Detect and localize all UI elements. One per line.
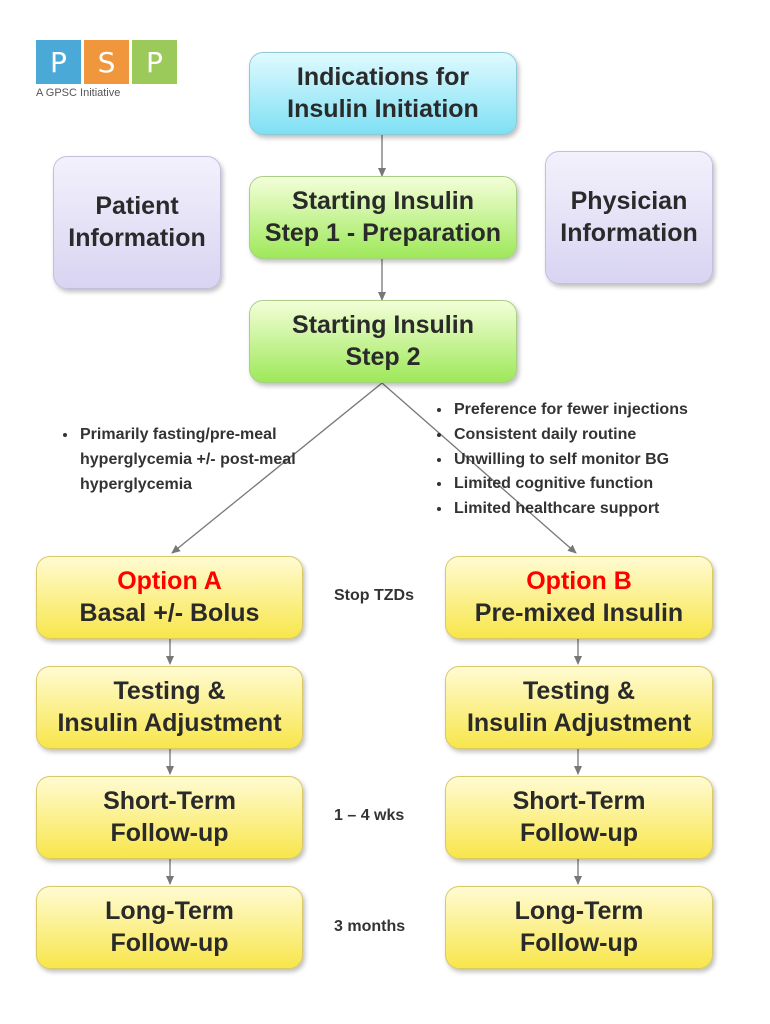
left-criteria-list: Primarily fasting/pre-meal hyperglycemia… xyxy=(58,423,368,497)
right-criteria-item: Limited healthcare support xyxy=(452,497,752,522)
node-step2-line2: Step 2 xyxy=(345,342,421,371)
node-physician-information-line1: Physician xyxy=(570,187,688,216)
right-criteria-item: Preference for fewer injections xyxy=(452,398,752,423)
short-a-line1: Short-Term xyxy=(103,787,236,816)
logo-tagline: A GPSC Initiative xyxy=(36,87,121,99)
psp-logo: P S P A GPSC Initiative xyxy=(36,40,177,99)
node-patient-information-line2: Information xyxy=(68,223,206,252)
node-physician-information[interactable]: Physician Information xyxy=(545,151,713,284)
testing-a-line1: Testing & xyxy=(113,677,226,706)
right-criteria-list: Preference for fewer injections Consiste… xyxy=(432,398,752,522)
node-short-term-followup-a[interactable]: Short-Term Follow-up xyxy=(36,776,303,859)
long-a-line1: Long-Term xyxy=(105,897,234,926)
node-testing-adjustment-b[interactable]: Testing & Insulin Adjustment xyxy=(445,666,713,749)
node-step2-line1: Starting Insulin xyxy=(292,311,474,340)
node-step1-line1: Starting Insulin xyxy=(292,187,474,216)
label-stop-tzds: Stop TZDs xyxy=(334,587,414,604)
node-option-a[interactable]: Option A Basal +/- Bolus xyxy=(36,556,303,639)
node-testing-adjustment-a[interactable]: Testing & Insulin Adjustment xyxy=(36,666,303,749)
logo-tile-p1: P xyxy=(36,40,81,84)
testing-b-line1: Testing & xyxy=(522,677,636,706)
label-long-term-interval: 3 months xyxy=(334,918,406,935)
short-b-line1: Short-Term xyxy=(512,787,646,816)
long-a-line2: Follow-up xyxy=(110,928,229,957)
testing-a-line2: Insulin Adjustment xyxy=(57,708,282,737)
node-short-term-followup-b[interactable]: Short-Term Follow-up xyxy=(445,776,713,859)
option-a-subtitle: Basal +/- Bolus xyxy=(79,598,260,627)
node-step1-line2: Step 1 - Preparation xyxy=(264,218,502,247)
node-long-term-followup-b[interactable]: Long-Term Follow-up xyxy=(445,886,713,969)
node-indications-line1: Indications for xyxy=(296,63,470,92)
node-step2[interactable]: Starting Insulin Step 2 xyxy=(249,300,517,383)
long-b-line2: Follow-up xyxy=(519,928,639,957)
node-patient-information-line1: Patient xyxy=(95,192,179,221)
node-indications[interactable]: Indications for Insulin Initiation xyxy=(249,52,517,135)
label-short-term-interval: 1 – 4 wks xyxy=(334,807,405,824)
option-b-subtitle: Pre-mixed Insulin xyxy=(474,598,684,627)
right-criteria-item: Consistent daily routine xyxy=(452,423,752,448)
logo-tile-p2: P xyxy=(132,40,177,84)
node-indications-line2: Insulin Initiation xyxy=(287,94,479,123)
node-option-b[interactable]: Option B Pre-mixed Insulin xyxy=(445,556,713,639)
left-criteria-item: Primarily fasting/pre-meal hyperglycemia… xyxy=(78,423,368,497)
node-long-term-followup-a[interactable]: Long-Term Follow-up xyxy=(36,886,303,969)
testing-b-line2: Insulin Adjustment xyxy=(466,708,692,737)
logo-tile-s: S xyxy=(84,40,129,84)
long-b-line1: Long-Term xyxy=(514,897,644,926)
arrow-step2-to-option-a xyxy=(171,382,383,554)
node-step1-preparation[interactable]: Starting Insulin Step 1 - Preparation xyxy=(249,176,517,259)
node-physician-information-line2: Information xyxy=(560,218,698,247)
arrow-step2-to-option-b xyxy=(381,382,577,554)
node-patient-information[interactable]: Patient Information xyxy=(53,156,221,289)
short-a-line2: Follow-up xyxy=(110,818,229,847)
option-b-title: Option B xyxy=(526,567,632,596)
right-criteria-item: Limited cognitive function xyxy=(452,472,752,497)
short-b-line2: Follow-up xyxy=(519,818,639,847)
right-criteria-item: Unwilling to self monitor BG xyxy=(452,448,752,473)
option-a-title: Option A xyxy=(117,567,222,596)
